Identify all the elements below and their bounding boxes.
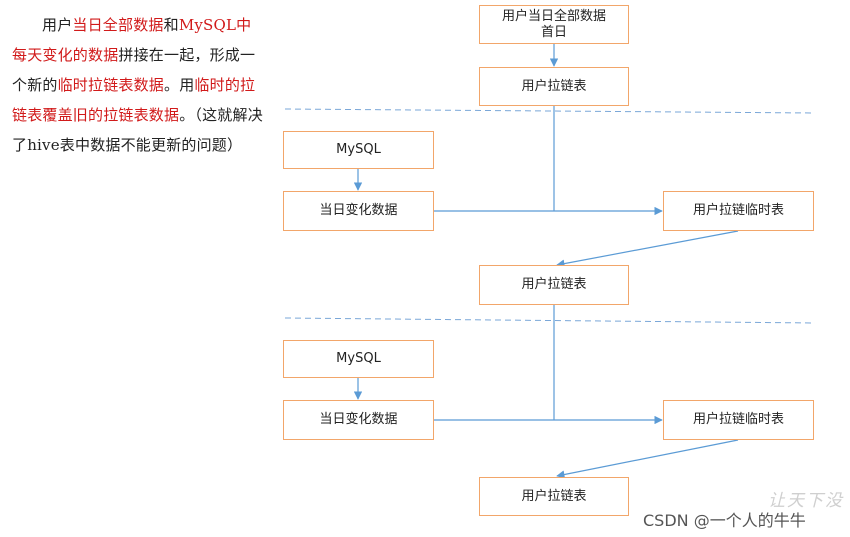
description-run: 。（这就解决了hive表中数据不能更新的问题）	[12, 106, 263, 154]
description-text: 用户当日全部数据和MySQL中每天变化的数据拼接在一起，形成一个新的临时拉链表数…	[12, 10, 264, 160]
description-run: 。用	[164, 76, 195, 94]
daily-change-box-1: 当日变化数据	[283, 191, 434, 231]
user-zipper-table-box-2: 用户拉链表	[479, 265, 629, 305]
arrow-temp-to-zipper-1	[556, 230, 739, 268]
daily-change-box-2: 当日变化数据	[283, 400, 434, 440]
full-data-first-day-label: 用户当日全部数据首日	[501, 8, 606, 40]
stage-separator-1	[284, 108, 816, 114]
user-zipper-table-box: 用户拉链表	[479, 67, 629, 106]
arrow-temp-to-zipper-2	[556, 439, 739, 479]
temp-zipper-box-2: 用户拉链临时表	[663, 400, 814, 440]
temp-zipper-box-1: 用户拉链临时表	[663, 191, 814, 231]
description-highlight: 当日全部数据	[72, 16, 164, 34]
user-zipper-table-box-3: 用户拉链表	[479, 477, 629, 516]
ghost-watermark: 让天下没	[768, 491, 844, 511]
mysql-box-1: MySQL	[283, 131, 434, 169]
description-run: 拼接在一起，形成一个新的	[12, 46, 256, 94]
full-data-first-day-box: 用户当日全部数据首日	[479, 5, 629, 44]
stage-separator-2	[284, 317, 816, 324]
csdn-watermark: CSDN @一个人的牛牛	[643, 511, 806, 530]
description-run: 和	[163, 16, 179, 34]
description-highlight: 临时拉链表数据	[57, 76, 165, 94]
description-highlight: MySQL中每天变化的数据	[12, 16, 252, 64]
mysql-box-2: MySQL	[283, 340, 434, 378]
description-highlight: 临时的拉链表覆盖旧的拉链表数据	[12, 76, 256, 124]
description-run: 用户	[42, 16, 73, 34]
